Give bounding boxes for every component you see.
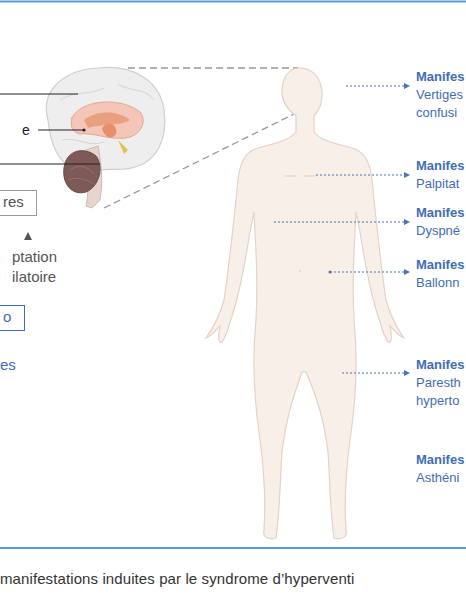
manifestation-text: Asthéni (416, 469, 466, 487)
zoom-line (128, 67, 298, 68)
manifestation-heading: Manifes (416, 68, 464, 86)
brain-drawing (46, 67, 164, 208)
dotted-leaders (274, 86, 404, 373)
frame-line (0, 547, 466, 549)
part-name: ptation (12, 248, 57, 266)
manifestation-heading: Manifes (416, 157, 464, 175)
box-text: o (3, 308, 19, 326)
manifestation-heading: Manifes (416, 451, 464, 469)
box-text: res (3, 193, 31, 211)
leader-arrows (329, 83, 411, 376)
leader-dot (82, 128, 85, 131)
figure-caption: manifestations induites par le syndrome … (0, 570, 355, 588)
manifestation-heading: Manifes (416, 204, 464, 222)
manifestation-text: Dyspné (416, 222, 466, 240)
part-name: ilatoire (12, 268, 56, 286)
structure-box: o (0, 305, 25, 331)
body-detail (284, 176, 316, 272)
manifestation-heading: Manifes (416, 356, 464, 374)
arrow-head (24, 232, 32, 240)
structure-box: res (0, 190, 37, 216)
manifestation-heading: Manifes (416, 256, 464, 274)
manifestation-text: Palpitat (416, 175, 466, 193)
group-label: es (0, 356, 16, 374)
part-name: e (22, 121, 30, 139)
frame-line (0, 1, 466, 3)
leader-line (38, 129, 84, 130)
leader-line (0, 93, 78, 94)
body-silhouette (206, 68, 404, 539)
manifestation-text: Paresth hyperto (416, 374, 466, 410)
manifestation-text: Vertiges confusi (416, 86, 466, 122)
leader-line (0, 163, 100, 164)
manifestation-text: Ballonn (416, 274, 466, 292)
